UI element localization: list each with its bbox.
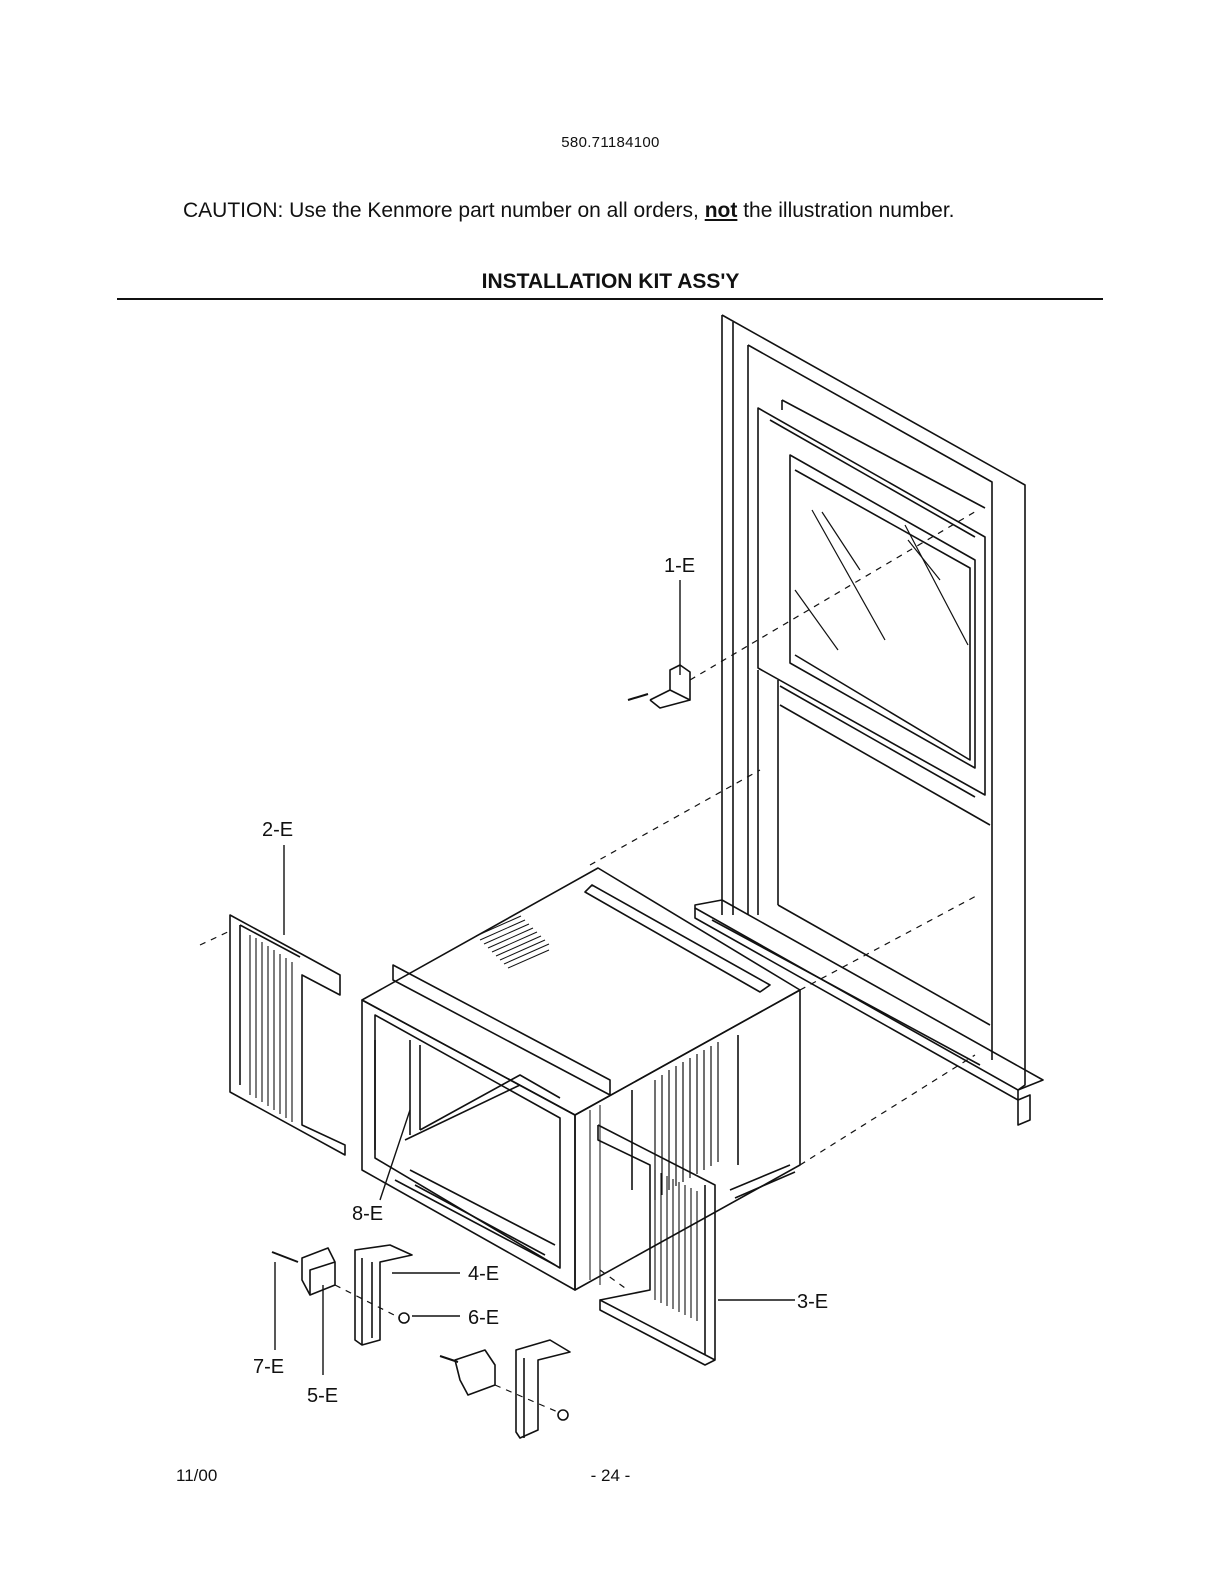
window-frame bbox=[695, 315, 1043, 1125]
callout-1e: 1-E bbox=[664, 555, 695, 577]
callout-8e: 8-E bbox=[352, 1203, 383, 1225]
callout-5e: 5-E bbox=[307, 1385, 338, 1407]
callout-4e: 4-E bbox=[468, 1263, 499, 1285]
callout-7e: 7-E bbox=[253, 1356, 284, 1378]
left-curtain-panel bbox=[230, 915, 345, 1155]
leader-lines bbox=[275, 580, 795, 1375]
callout-6e: 6-E bbox=[468, 1307, 499, 1329]
callout-3e: 3-E bbox=[797, 1291, 828, 1313]
page-number: - 24 - bbox=[0, 1466, 1221, 1486]
callout-2e: 2-E bbox=[262, 819, 293, 841]
support-brackets bbox=[272, 1245, 570, 1438]
